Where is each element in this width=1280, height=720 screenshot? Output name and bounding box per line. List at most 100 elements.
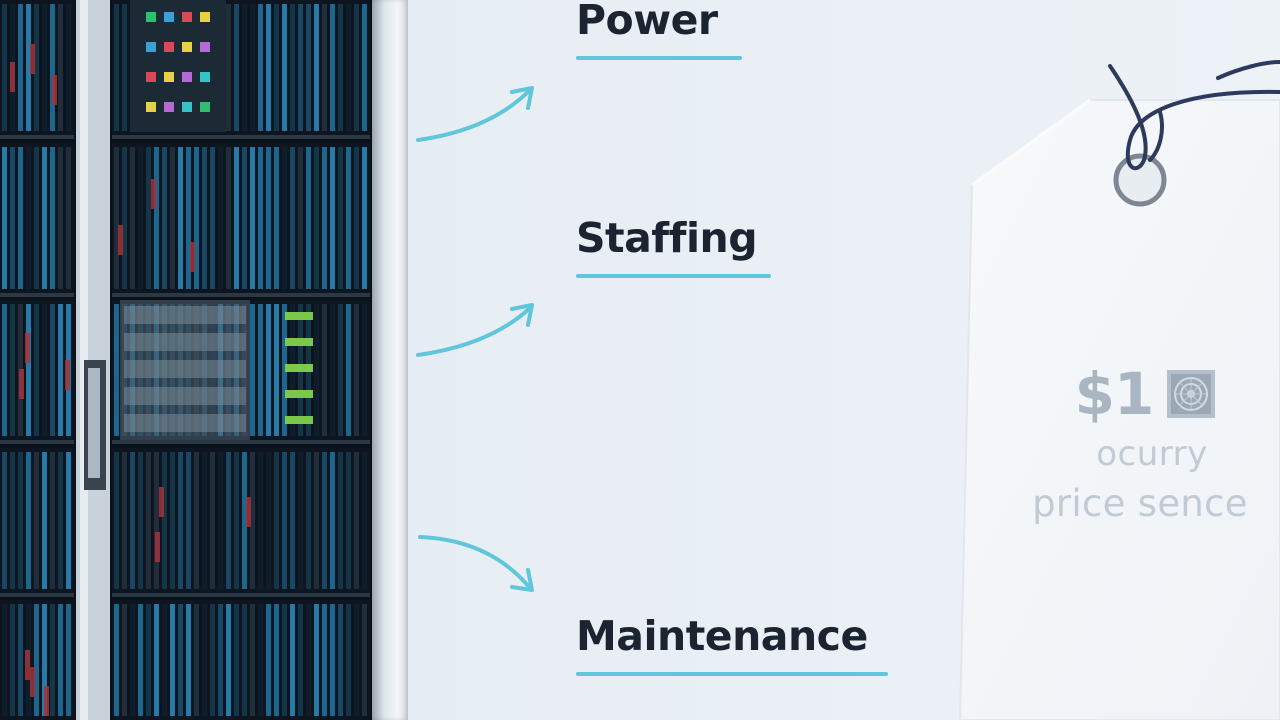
rack-drive-bay: [194, 147, 199, 289]
rack-drive-bay: [210, 147, 215, 289]
rack-drive-bay: [258, 604, 263, 716]
rack-drive-bay: [306, 4, 311, 131]
price-tag-content: $1 ocurry price sence: [1000, 360, 1280, 525]
rack-drive-bay: [146, 452, 151, 589]
rack-drive-bay: [2, 4, 7, 131]
rack-drive-bay: [114, 147, 119, 289]
rack-drive-bay: [162, 452, 167, 589]
tag-hole: [1113, 153, 1167, 207]
rack-drive-bay: [298, 147, 303, 289]
rack-drive-bay: [282, 304, 287, 436]
rack-drive-bay: [290, 4, 295, 131]
rack-drive-bay: [42, 452, 47, 589]
rack-drive-bay: [26, 304, 31, 436]
rack-drive-bay: [322, 4, 327, 131]
rack-drive-bay: [306, 147, 311, 289]
rack-indicator-red: [246, 497, 251, 527]
rack-drive-bay: [218, 604, 223, 716]
rack-drive-bay: [58, 304, 63, 436]
rack-indicator-red: [155, 532, 160, 562]
rack-drive-bay: [346, 147, 351, 289]
rack-status-led: [146, 42, 156, 52]
curved-arrow-icon-staffing: [416, 303, 534, 357]
rack-drive-bay: [322, 604, 327, 716]
rack-indicator-red: [190, 242, 195, 272]
rack-drive-bay: [162, 147, 167, 289]
rack-drive-bay: [242, 147, 247, 289]
rack-indicator-red: [159, 487, 164, 517]
rack-drive-bay: [50, 304, 55, 436]
rack-drive-bay: [266, 304, 271, 436]
rack-drive-bay: [346, 4, 351, 131]
rack-status-led: [146, 102, 156, 112]
rack-drive-bay: [10, 147, 15, 289]
rack-drive-bay: [338, 452, 343, 589]
rack-drive-bay: [250, 147, 255, 289]
rack-drive-bay: [322, 452, 327, 589]
rack-drive-bay: [258, 452, 263, 589]
rack-drive-bay: [66, 452, 71, 589]
rack-drive-bay: [162, 604, 167, 716]
rack-drive-bay: [266, 452, 271, 589]
price-value: $1: [1074, 360, 1155, 428]
rack-drive-bay: [298, 604, 303, 716]
rack-drive-bay: [346, 604, 351, 716]
rack-drive-bay: [50, 452, 55, 589]
rack-drive-bay: [298, 452, 303, 589]
rack-drive-bay: [258, 4, 263, 131]
rack-drive-bay: [282, 147, 287, 289]
rack-drive-bay: [242, 604, 247, 716]
rack-divider: [112, 593, 370, 597]
rack-drive-bay: [314, 604, 319, 716]
rack-drive-bay: [130, 147, 135, 289]
rack-indicator-red: [25, 333, 30, 363]
rack-drive-bay: [298, 4, 303, 131]
rack-indicator-red: [25, 650, 30, 680]
rack-drive-bay: [362, 304, 367, 436]
rack-drive-bay: [178, 604, 183, 716]
rack-drive-bay: [250, 452, 255, 589]
tag-text-line-1: ocurry: [1096, 434, 1208, 474]
rack-drive-bay: [322, 304, 327, 436]
rack-drive-bay: [34, 452, 39, 589]
rack-drive-bay: [10, 452, 15, 589]
rack-drive-bay: [34, 4, 39, 131]
rack-status-led-green: [285, 312, 313, 320]
rack-drive-bay: [290, 604, 295, 716]
rack-status-led: [164, 72, 174, 82]
rack-drive-bay: [50, 604, 55, 716]
rack-drive-bay: [154, 604, 159, 716]
rack-drive-bay: [138, 147, 143, 289]
rack-drive-bay: [250, 304, 255, 436]
curved-arrow-icon-power: [416, 86, 534, 142]
rack-drive-bay: [42, 304, 47, 436]
rack-indicator-red: [19, 369, 24, 399]
rack-drive-bay: [250, 4, 255, 131]
rack-drive-bay: [234, 4, 239, 131]
rack-drive-bay: [354, 304, 359, 436]
rack-drive-bay: [122, 604, 127, 716]
rack-drive-bay: [10, 304, 15, 436]
rack-drive-bay: [306, 604, 311, 716]
rack-drive-bay: [282, 452, 287, 589]
rack-drive-bay: [114, 304, 119, 436]
rack-drive-bay: [282, 4, 287, 131]
rack-status-led: [164, 42, 174, 52]
rack-drive-bay: [210, 604, 215, 716]
rack-status-led: [200, 72, 210, 82]
rack-drive-bay: [58, 452, 63, 589]
rack-divider: [0, 593, 74, 597]
rack-drive-bay: [10, 604, 15, 716]
maintenance-underline: [576, 672, 888, 676]
rack-drive-bay: [154, 452, 159, 589]
rack-drive-bay: [362, 604, 367, 716]
rack-drive-bay: [18, 604, 23, 716]
rack-module-slot: [124, 414, 246, 432]
rack-drive-bay: [266, 147, 271, 289]
rack-divider: [0, 293, 74, 297]
rack-module-slot: [124, 306, 246, 324]
rack-status-led-green: [285, 338, 313, 346]
rack-drive-bay: [18, 4, 23, 131]
rack-drive-bay: [194, 452, 199, 589]
